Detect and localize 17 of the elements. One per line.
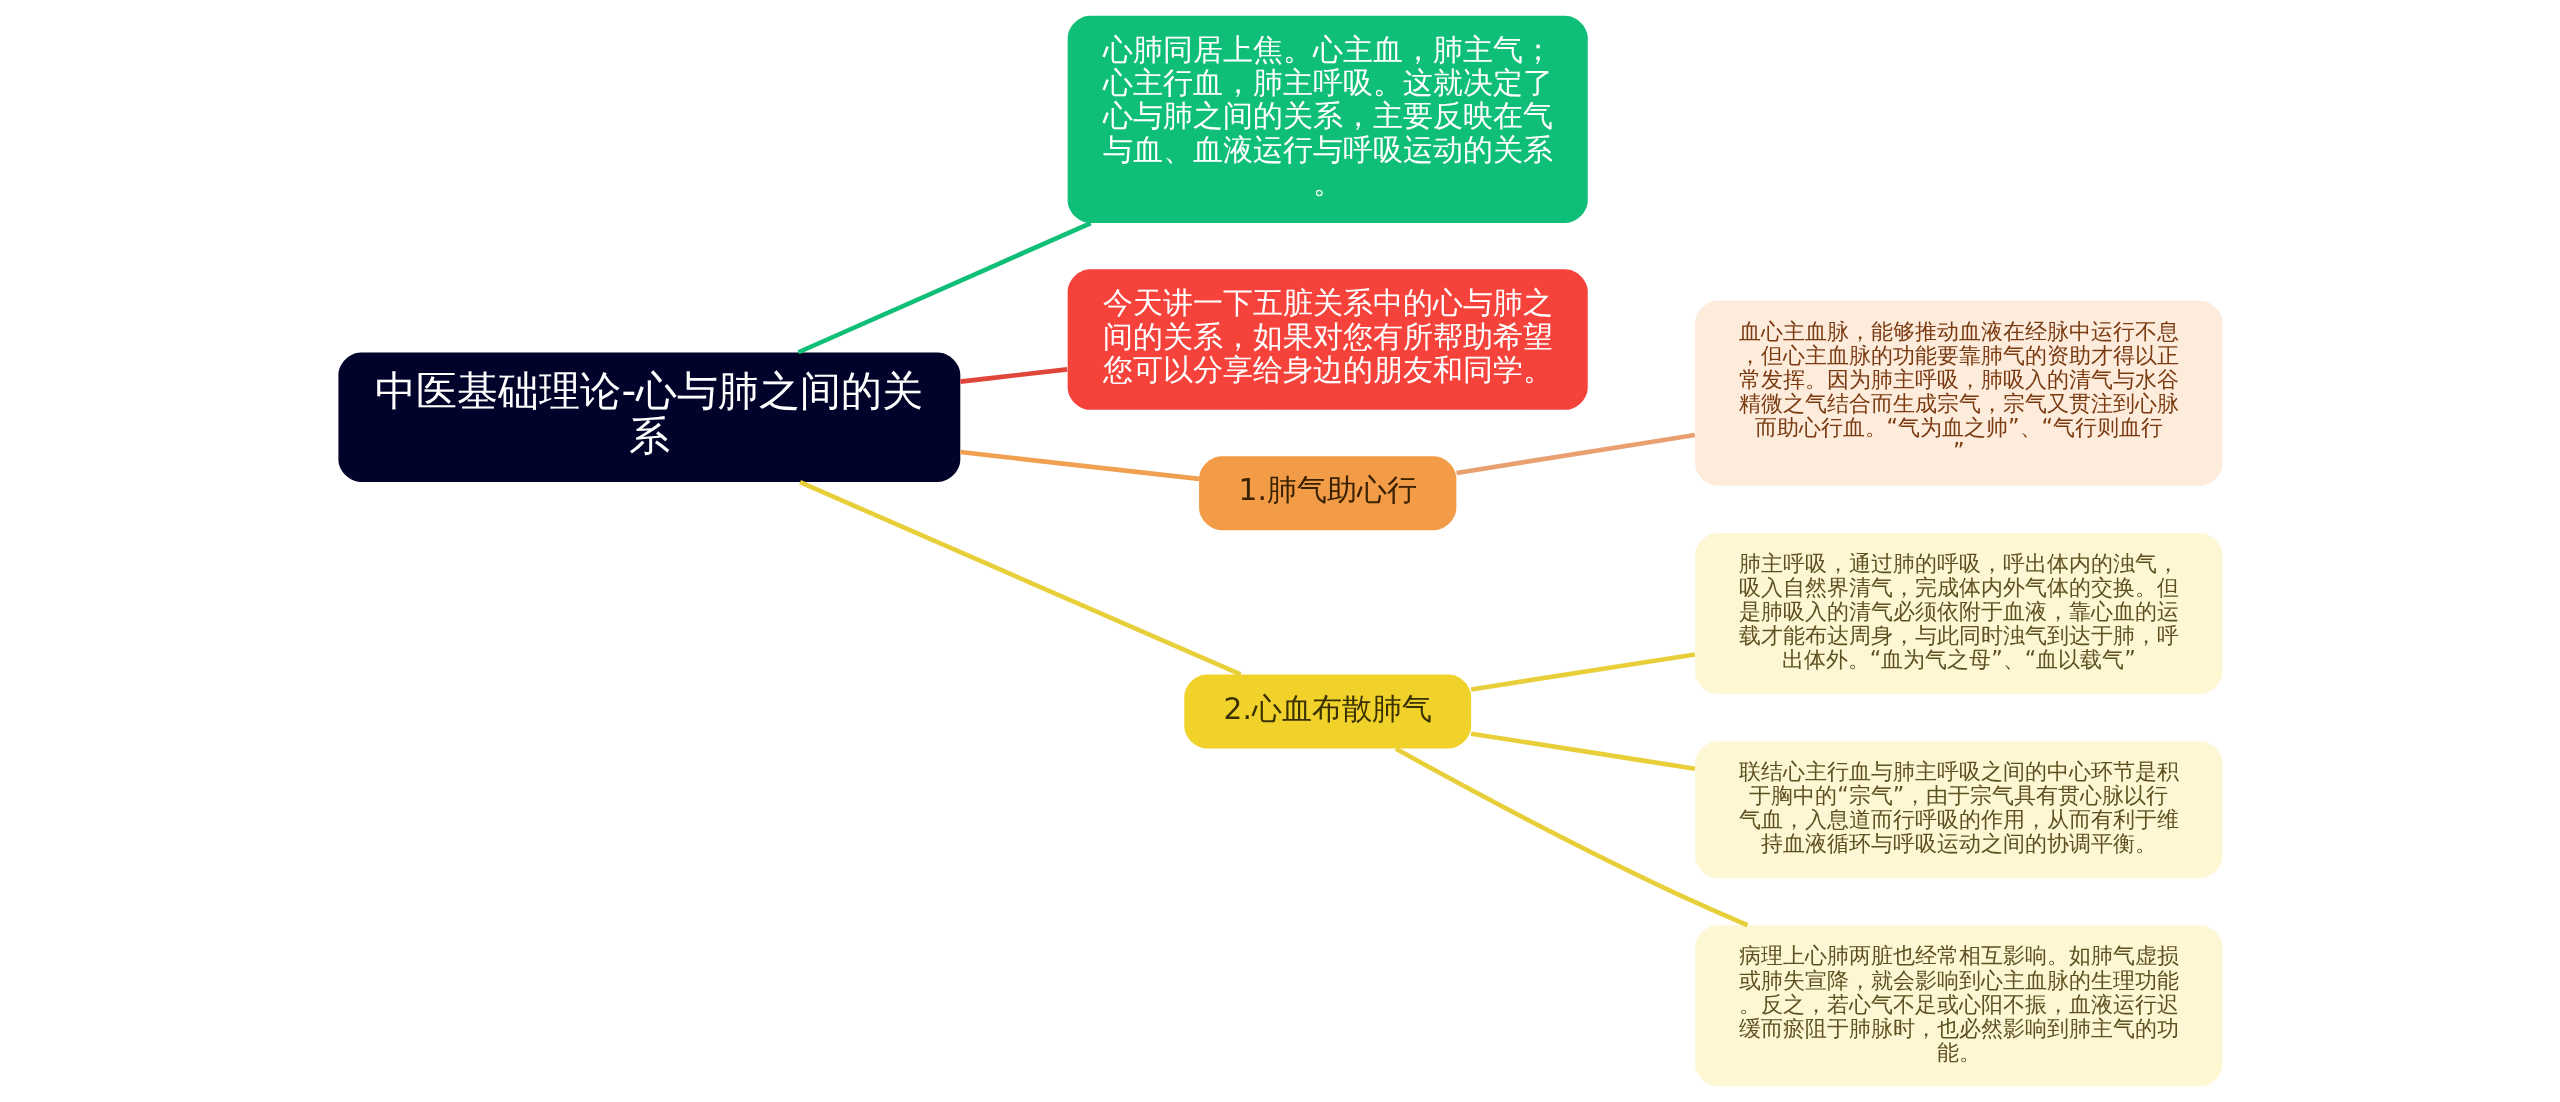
connector bbox=[1394, 746, 1748, 928]
connector bbox=[1470, 652, 1695, 692]
node-box: 病理上心肺两脏也经常相互影响。如肺气虚损或肺失宣降，就会影响到心主血脉的生理功能。反之，若心气不足或心阳不振，血液运行迟缓而瘀阻于肺脉时，也必然影响到肺主气的功能。 bbox=[1694, 925, 2223, 1087]
node-box: 中医基础理论-心与肺之间的关系 bbox=[337, 352, 960, 483]
node-box: 心肺同居上焦。心主血，肺主气；心主行血，肺主呼吸。这就决定了心与肺之间的关系，主要反映在气与血、血液运行与呼吸运动的关系。 bbox=[1067, 15, 1588, 223]
node-box: 1.肺气助心行 bbox=[1198, 456, 1456, 531]
node-box: 联结心主行血与肺主呼吸之间的中心环节是积于胸中的“宗气”，由于宗气具有贯心脉以行气血，入息道而行呼吸的作用，从而有利于维持血液循环与呼吸运动之间的协调平衡。 bbox=[1694, 741, 2223, 879]
node-box: 2.心血布散肺气 bbox=[1183, 674, 1471, 749]
connector bbox=[1470, 731, 1695, 771]
connector bbox=[797, 221, 1092, 355]
node-box: 肺主呼吸，通过肺的呼吸，呼出体内的浊气，吸入自然界清气，完成体内外气体的交换。但是肺吸入的清气必须依附于血液，靠心血的运载才能布达周身，与此同时浊气到达于肺，呼出体外。“血为气之母”、“血以载气” bbox=[1694, 532, 2223, 694]
connector bbox=[959, 449, 1199, 482]
connector bbox=[1455, 432, 1695, 476]
node-box: 血心主血脉，能够推动血液在经脉中运行不息，但心主血脉的功能要靠肺气的资助才得以正常发挥。因为肺主呼吸，肺吸入的清气与水谷精微之气结合而生成宗气，宗气又贯注到心脉而助心行血。“气为血之帅”、“气行则血行” bbox=[1694, 300, 2223, 486]
node-box: 今天讲一下五脏关系中的心与肺之间的关系，如果对您有所帮助希望您可以分享给身边的朋友和同学。 bbox=[1067, 269, 1588, 410]
connector bbox=[798, 480, 1242, 677]
connector bbox=[959, 367, 1067, 384]
